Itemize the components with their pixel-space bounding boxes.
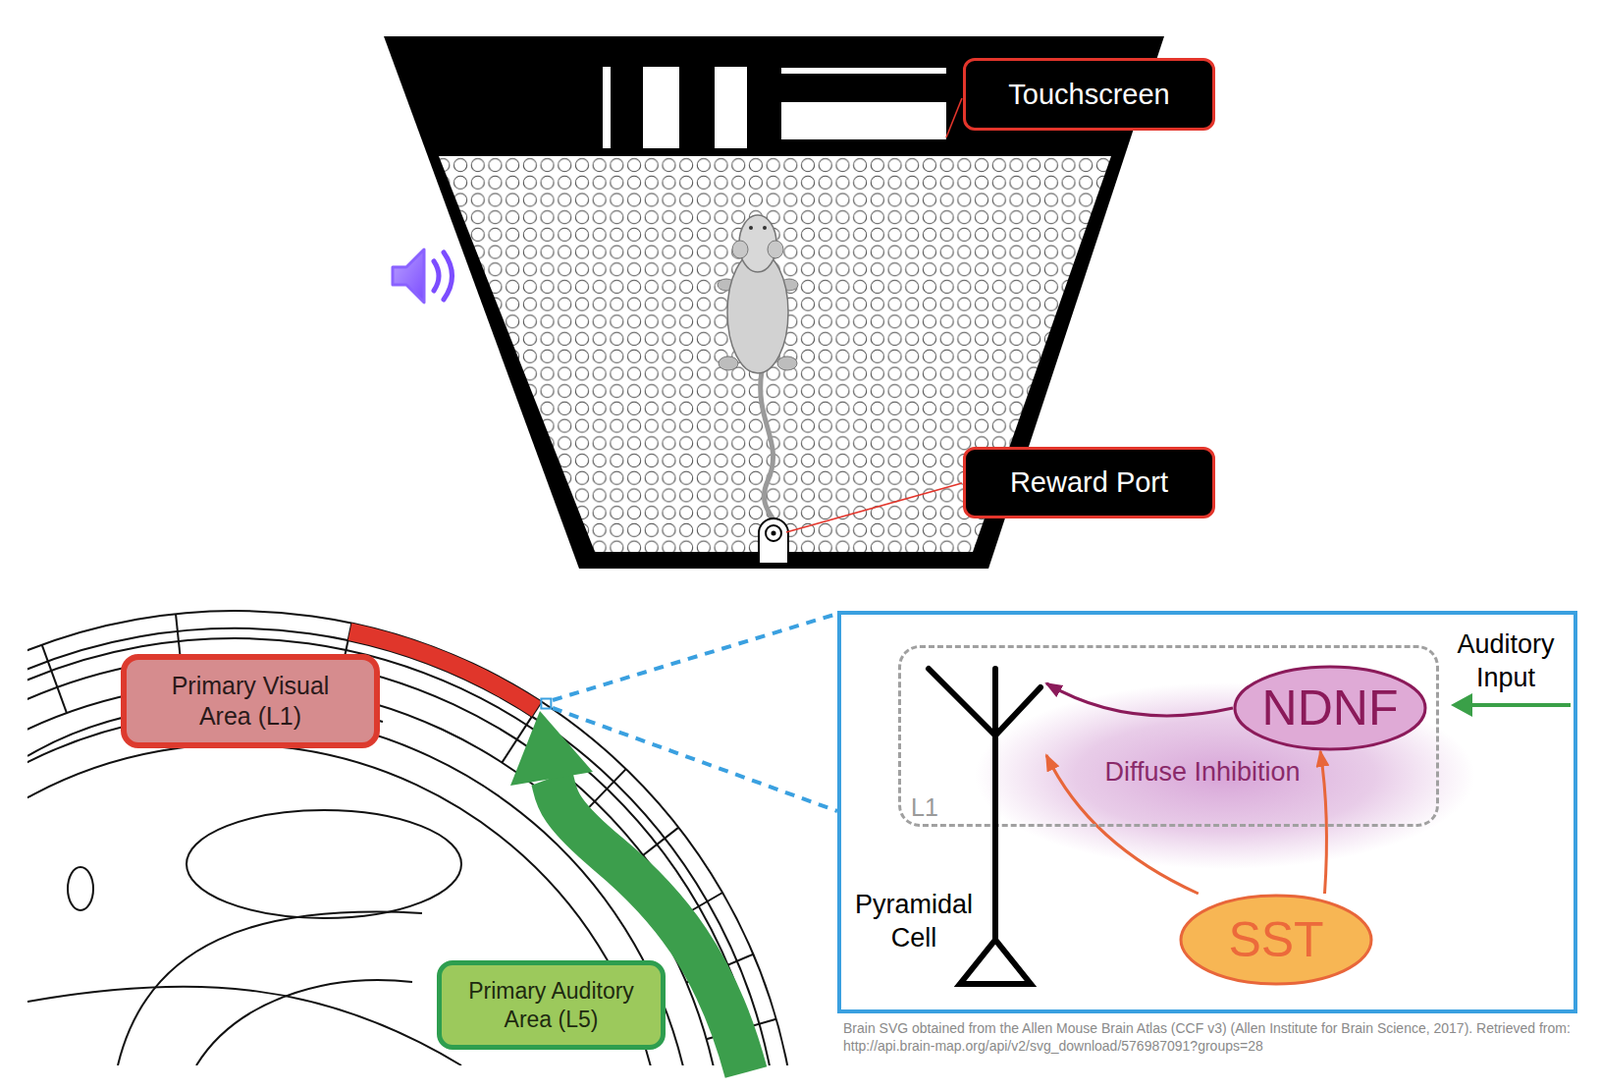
speaker-icon [392,249,425,303]
node-text: Pyramidal Cell [846,888,982,956]
brain-outline [186,809,462,918]
reward-port [758,518,789,564]
touchscreen-stimuli [602,66,947,149]
area-label: Primary Visual Area (L1) [120,653,380,748]
leader-line [786,98,962,533]
node-text: Touchscreen [1008,78,1170,111]
mouse-figure [760,371,776,523]
mouse-figure [748,225,753,230]
brain-highlight [510,710,593,786]
neuron-drawing [960,939,1031,984]
mouse-figure [767,240,784,259]
neuron-drawing [992,668,999,940]
mouse-figure [717,214,799,523]
brain-outline [27,610,799,1066]
touchscreen-stimuli [714,66,747,149]
brain-outline [67,866,94,910]
reward-port [765,525,782,541]
mouse-figure [777,356,798,371]
input-label: Auditory Input [1439,628,1573,695]
input-arrow [1468,702,1571,707]
input-arrow [1450,693,1473,717]
speaker-icon [443,252,453,300]
callout-label: Reward Port [962,446,1216,519]
node-text: Primary Auditory Area (L5) [453,976,650,1034]
input-arrow [1450,693,1571,717]
neuron-drawing [995,687,1041,736]
neuron-drawing [928,668,996,736]
touchscreen-stimuli [781,67,947,74]
node-text: L1 [910,793,939,822]
touchscreen-stimuli [602,66,611,149]
layer-box: L1 NDNF [898,644,1440,827]
synapse-arrow [1320,750,1327,894]
source-caption: Brain SVG obtained from the Allen Mouse … [843,1018,1590,1055]
brain-outline [27,712,696,1066]
speaker-icon [433,261,439,291]
brain-outline [196,979,413,1066]
pyramidal-cell: Pyramidal Cell [846,663,1047,990]
brain-highlight [348,623,747,1073]
leader-line [946,98,962,138]
callout-label: Touchscreen [962,57,1216,131]
mouse-figure [718,356,739,371]
zoom-line [552,613,838,700]
zoom-line [552,613,838,811]
touchscreen-stimuli [642,66,680,149]
interneuron-ellipse: NDNF [1232,664,1428,751]
brain-highlight [540,698,551,709]
brain-outline [27,986,462,1066]
synapse-arrow [1046,683,1233,716]
leader-line [786,482,962,533]
node-text: SST [1227,910,1324,968]
reward-port [758,518,789,564]
speaker-icon [392,249,453,303]
interneuron-ellipse: SST [1178,893,1374,986]
zoom-line [552,707,838,811]
reward-port [771,531,777,536]
ellipse-outline [1234,666,1426,749]
node-text: Reward Port [1010,466,1169,499]
brain-outline [27,610,799,1066]
neuron-drawing [846,663,1047,990]
brain-outline [27,628,781,1066]
touchscreen-stimuli [781,102,947,140]
mouse-figure [762,225,767,230]
inhibition-label: Diffuse Inhibition [1089,755,1316,790]
brain-outline [27,638,771,1066]
inset-frame [839,612,1576,1012]
neuron-drawing [928,668,1041,984]
node-text: Primary Visual Area (L1) [152,670,349,733]
area-label: Primary Auditory Area (L5) [436,960,666,1050]
ellipse-outline [1180,895,1372,984]
node-text: NDNF [1262,679,1399,737]
brain-outline [117,911,423,1066]
brain-outline [42,644,67,714]
mouse-figure [732,240,748,259]
